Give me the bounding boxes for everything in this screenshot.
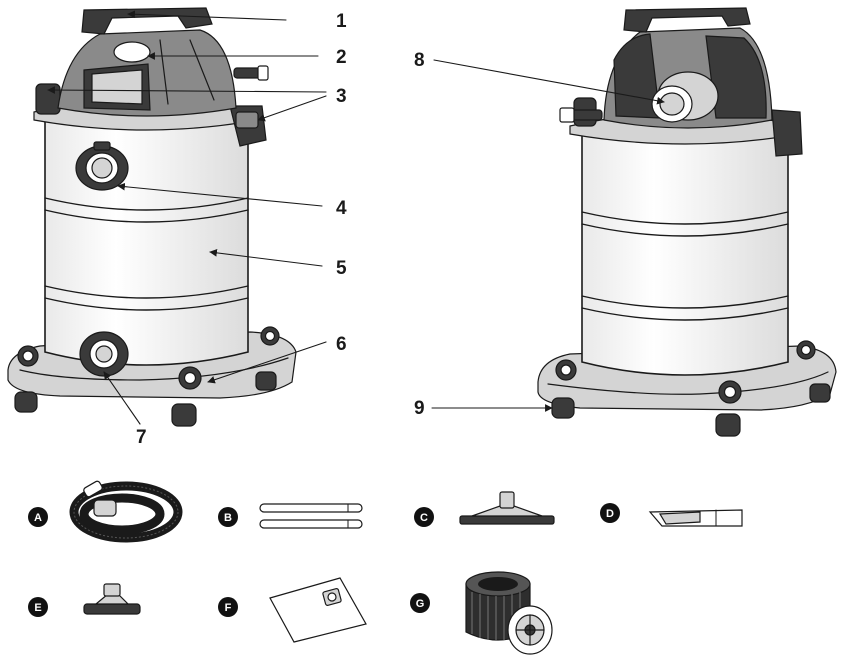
upper-hose-inlet: [75, 141, 129, 191]
accessory-label-d: D: [606, 508, 614, 520]
accessory-e: E: [28, 583, 141, 617]
callout-line-8: [433, 59, 665, 105]
callout-number-8: 8: [414, 50, 425, 71]
vacuum-front-view: [7, 7, 297, 427]
cartridge-filter-image: [465, 571, 553, 655]
hose-image: [69, 480, 183, 543]
utility-nozzle-image: [83, 583, 141, 615]
extension-wands-image: [259, 503, 363, 529]
accessory-label-e: E: [34, 602, 41, 614]
accessory-d: D: [600, 503, 743, 527]
callout-number-4: 4: [336, 198, 347, 219]
motor-head-front: [57, 7, 269, 117]
callout-line-3a: [47, 86, 327, 94]
callout-line-6: [207, 341, 327, 384]
accessory-badge-g: [410, 593, 430, 613]
accessory-badge-f: [218, 597, 238, 617]
drum-body-back: [581, 133, 789, 376]
callout-lines: [47, 10, 665, 425]
callout-line-4: [117, 182, 323, 207]
callout-number-3: 3: [336, 86, 347, 107]
callout-numbers: 1 2 3 4 5 6 7 8 9: [136, 11, 425, 448]
callout-line-3b: [257, 95, 327, 122]
accessory-badge-e: [28, 597, 48, 617]
filter-bag-image: [269, 577, 367, 643]
vacuum-back-view: [537, 7, 837, 437]
callout-number-9: 9: [414, 398, 425, 419]
accessory-label-b: B: [224, 512, 232, 524]
accessory-b: B: [218, 503, 363, 529]
accessory-g: G: [410, 571, 553, 655]
floor-nozzle-image: [459, 491, 555, 525]
drain-port: [79, 331, 129, 377]
callout-line-1: [127, 10, 287, 21]
accessory-label-f: F: [225, 602, 232, 614]
motor-head-back: [559, 7, 773, 129]
accessory-label-a: A: [34, 512, 42, 524]
accessory-badge-b: [218, 507, 238, 527]
accessory-label-g: G: [416, 598, 425, 610]
accessory-a: A: [28, 480, 183, 543]
accessory-f: F: [218, 577, 367, 643]
callout-number-6: 6: [336, 334, 347, 355]
accessory-badge-d: [600, 503, 620, 523]
drum-body-front: [44, 117, 249, 366]
callout-line-5: [209, 249, 323, 267]
callout-number-7: 7: [136, 427, 147, 448]
callout-line-7: [103, 371, 141, 425]
crevice-tool-image: [648, 509, 743, 527]
accessory-c: C: [414, 491, 555, 527]
accessory-label-c: C: [420, 512, 428, 524]
callout-number-1: 1: [336, 11, 347, 32]
callout-number-2: 2: [336, 47, 347, 68]
accessory-badge-c: [414, 507, 434, 527]
callout-number-5: 5: [336, 258, 347, 279]
accessory-badge-a: [28, 507, 48, 527]
